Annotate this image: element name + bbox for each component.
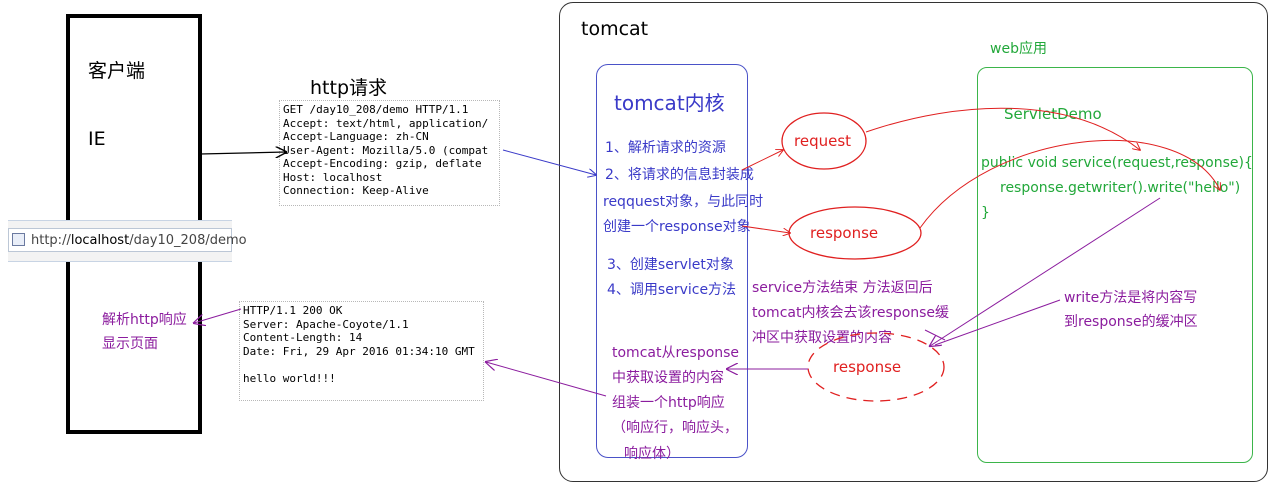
page-favicon-icon [12, 233, 25, 246]
arrow-response-to-servlet [919, 140, 1220, 229]
service-note: service方法结束 方法返回后 [752, 280, 933, 296]
url-host: localhost [70, 233, 130, 248]
kernel-response-note: 组装一个http响应 [612, 395, 725, 411]
write-note: write方法是将内容写 [1064, 290, 1198, 306]
request-label: request [794, 132, 852, 150]
request-ellipse [781, 112, 867, 170]
response-line: Date: Fri, 29 Apr 2016 01:34:10 GMT [243, 344, 475, 358]
browser-address-bar[interactable] [8, 228, 232, 252]
kernel-response-note: 中获取设置的内容 [612, 370, 724, 386]
kernel-step: 1、解析请求的资源 [605, 140, 726, 156]
request-line: GET /day10_208/demo HTTP/1.1 [283, 103, 469, 116]
request-line: Accept-Encoding: gzip, deflate [283, 157, 482, 170]
arrow-write-to-buffer [930, 197, 1161, 346]
response-line: Server: Apache-Coyote/1.1 [243, 317, 409, 331]
http-request-box: GET /day10_208/demo HTTP/1.1 Accept: tex… [279, 100, 500, 206]
servlet-code-line: } [981, 205, 990, 221]
servlet-code-line: public void service(request,response){ [981, 155, 1253, 171]
service-note: tomcat内核会去该response缓 [752, 305, 950, 321]
kernel-step: 创建一个response对象 [603, 219, 751, 235]
response-line: hello world!!! [243, 371, 336, 385]
response-line: HTTP/1.1 200 OK [243, 304, 343, 317]
kernel-response-note: tomcat从response [612, 345, 740, 361]
response-line: Content-Length: 14 [243, 331, 363, 344]
tomcat-kernel-title: tomcat内核 [614, 91, 725, 115]
tomcat-kernel-box [596, 64, 748, 458]
kernel-step: 4、调用service方法 [607, 282, 737, 298]
arrow-response-to-client [194, 308, 242, 323]
request-line: User-Agent: Mozilla/5.0 (compat [283, 143, 489, 157]
webapp-title: web应用 [990, 41, 1047, 57]
arrow-client-to-request [199, 152, 286, 154]
servlet-code-line: response.getwriter().write("hello") [1000, 180, 1241, 196]
arrow-service-note-to-buffer [924, 329, 946, 341]
arrow-kernel-to-response-box [486, 362, 607, 397]
arrow-request-to-kernel [502, 149, 596, 175]
kernel-step: 3、创建servlet对象 [607, 257, 734, 273]
response-buffer-label: response [833, 358, 902, 376]
write-note: 到response的缓冲区 [1064, 314, 1198, 330]
request-line: Host: localhost [283, 170, 383, 184]
parse-response-line2: 显示页面 [102, 336, 158, 352]
kernel-response-note: （响应行，响应头， [612, 420, 738, 436]
webapp-box [977, 67, 1253, 463]
arrow-request-to-servlet [865, 107, 1140, 150]
url-prefix: http:// [31, 233, 71, 248]
browser-url: http://localhost/day10_208/demo [31, 233, 247, 248]
kernel-step: reqquest对象，与此同时 [603, 194, 764, 210]
kernel-response-note: 响应体） [624, 446, 680, 462]
request-line: Accept-Language: zh-CN [283, 130, 429, 143]
url-path: /day10_208/demo [129, 233, 247, 248]
arrow-kernel-to-response [741, 225, 790, 233]
client-browser-label: IE [88, 128, 106, 150]
client-title: 客户端 [88, 60, 146, 82]
request-line: Accept: text/html, application/ [283, 116, 489, 130]
parse-response-line1: 解析http响应 [102, 312, 187, 328]
tomcat-container [559, 2, 1268, 482]
http-response-box: HTTP/1.1 200 OK Server: Apache-Coyote/1.… [239, 301, 484, 401]
tomcat-title: tomcat [581, 18, 649, 40]
arrow-write-note-to-buffer [934, 299, 1061, 346]
response-label: response [810, 224, 879, 242]
http-request-title: http请求 [310, 77, 388, 99]
request-line: Connection: Keep-Alive [283, 184, 429, 197]
kernel-step: 2、将请求的信息封装成 [605, 167, 754, 183]
response-buffer-ellipse [807, 332, 945, 402]
arrow-kernel-to-request [741, 150, 783, 171]
